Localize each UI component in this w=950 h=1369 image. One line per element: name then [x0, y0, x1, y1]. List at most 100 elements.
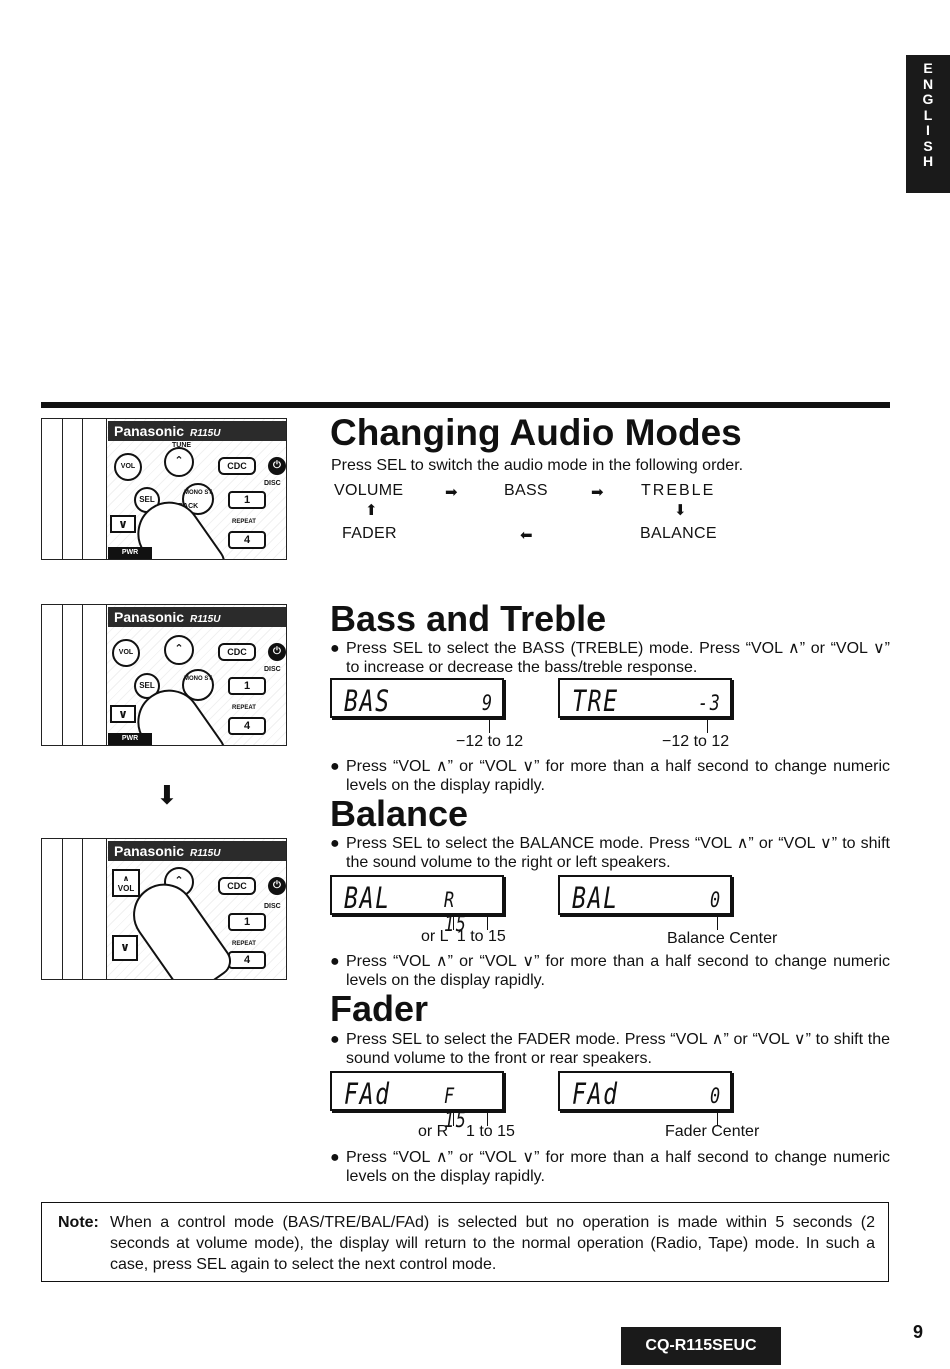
- arrow-down-icon: ⬇: [674, 502, 687, 519]
- tune-button: ⌃: [164, 635, 194, 665]
- vol-down-icon: ∨: [110, 515, 136, 533]
- sel-button: SEL: [134, 487, 160, 513]
- lang-letter: E: [923, 60, 933, 76]
- vol-down-icon: ∨: [110, 705, 136, 723]
- cdc-button: CDC: [218, 877, 256, 895]
- language-tab: E N G L I S H: [906, 55, 950, 193]
- page-title: Changing Audio Modes: [330, 412, 742, 453]
- lcd-value-text: R 15: [444, 888, 468, 936]
- note-label: Note:: [58, 1214, 99, 1231]
- bass-treble-heading: Bass and Treble: [330, 598, 607, 639]
- lcd-pointer: [453, 915, 454, 930]
- preset-1-button: 1: [228, 491, 266, 509]
- fader-bullet-1: ●Press SEL to select the FADER mode. Pre…: [330, 1031, 890, 1067]
- vol-up-button: ∧VOL: [112, 869, 140, 897]
- lcd-balance-side: BAL R 15: [330, 875, 504, 936]
- vol-down-icon: ∨: [112, 935, 138, 961]
- disc-label: DISC: [264, 480, 281, 487]
- note-box: Note: When a control mode (BAS/TRE/BAL/F…: [41, 1202, 889, 1282]
- lcd-value-text: 9: [482, 691, 494, 715]
- flow-treble: TREBLE: [641, 482, 716, 499]
- arrow-right-icon: ➡: [591, 484, 604, 501]
- cdc-button: CDC: [218, 457, 256, 475]
- disc-label: DISC: [264, 666, 281, 673]
- lcd-value-text: -3: [698, 691, 722, 715]
- preset-1-button: 1: [228, 677, 266, 695]
- back-label: BACK: [178, 503, 199, 510]
- arrow-left-icon: ⬅: [520, 527, 533, 544]
- mono-st-button: MONO ST: [182, 669, 214, 701]
- arrow-up-icon: ⬆: [365, 502, 378, 519]
- preset-1-button: 1: [228, 913, 266, 931]
- balance-range-caption: or L 1 to 15: [421, 928, 506, 945]
- lcd-mode-text: TRE: [572, 684, 619, 718]
- lcd-mode-text: FAd: [344, 1077, 391, 1111]
- bass-bullet-1: ●Press SEL to select the BASS (TREBLE) m…: [330, 640, 890, 676]
- preset-4-button: 4: [228, 531, 266, 549]
- lcd-pointer: [453, 1111, 454, 1126]
- repeat-label: REPEAT: [232, 705, 256, 711]
- lcd-mode-text: BAL: [344, 881, 391, 915]
- vol-button: VOL: [112, 639, 140, 667]
- repeat-label: REPEAT: [232, 519, 256, 525]
- lcd-value-text: 0: [710, 888, 722, 912]
- lcd-value-text: 0: [710, 1084, 722, 1108]
- preset-4-button: 4: [228, 717, 266, 735]
- lcd-value-text: F 15: [444, 1084, 468, 1132]
- preset-4-button: 4: [228, 951, 266, 969]
- page-number: 9: [913, 1322, 924, 1342]
- lcd-balance-center: BAL 0: [558, 875, 732, 915]
- lang-letter: L: [923, 106, 933, 123]
- flow-bass: BASS: [504, 482, 548, 499]
- lcd-mode-text: BAL: [572, 881, 619, 915]
- arrow-right-icon: ➡: [445, 484, 458, 501]
- vol-button: VOL: [114, 453, 142, 481]
- changing-intro: Press SEL to switch the audio mode in th…: [331, 457, 744, 474]
- lcd-pointer: [717, 1111, 718, 1126]
- power-icon: ⏻: [268, 457, 286, 475]
- tune-label: TUNE: [172, 442, 192, 449]
- lang-letter: G: [922, 91, 934, 107]
- lcd-fader-center: FAd 0: [558, 1071, 732, 1111]
- power-icon: ⏻: [268, 877, 286, 895]
- lcd-pointer: [487, 915, 488, 930]
- lcd-bass: BAS 9: [330, 678, 504, 718]
- lcd-mode-text: FAd: [572, 1077, 619, 1111]
- balance-bullet-1: ●Press SEL to select the BALANCE mode. P…: [330, 835, 890, 871]
- bass-range-caption: −12 to 12: [456, 733, 524, 750]
- pwr-button: PWR: [108, 547, 152, 559]
- flow-balance: BALANCE: [640, 525, 717, 542]
- model-badge: CQ-R115SEUC: [621, 1327, 781, 1365]
- bass-bullet-2: ●Press “VOL ∧” or “VOL ∨” for more than …: [330, 758, 890, 794]
- tune-button: ⌃: [164, 447, 194, 477]
- lcd-pointer: [717, 915, 718, 930]
- note-text: When a control mode (BAS/TRE/BAL/FAd) is…: [110, 1214, 875, 1273]
- lcd-fader-side: FAd F 15: [330, 1071, 504, 1132]
- power-icon: ⏻: [268, 643, 286, 661]
- lcd-pointer: [707, 718, 708, 733]
- lcd-treble: TRE -3: [558, 678, 732, 718]
- section-rule: [41, 402, 890, 408]
- flow-volume: VOLUME: [334, 482, 404, 499]
- lcd-mode-text: BAS: [344, 684, 391, 718]
- lcd-pointer: [487, 1111, 488, 1126]
- balance-heading: Balance: [330, 793, 469, 834]
- fader-range-caption: or R 1 to 15: [418, 1123, 515, 1140]
- fader-heading: Fader: [330, 988, 429, 1029]
- cdc-button: CDC: [218, 643, 256, 661]
- balance-bullet-2: ●Press “VOL ∧” or “VOL ∨” for more than …: [330, 953, 890, 989]
- lang-letter: N: [922, 75, 934, 92]
- balance-center-caption: Balance Center: [667, 930, 778, 947]
- flow-fader: FADER: [342, 525, 397, 542]
- fader-center-caption: Fader Center: [665, 1123, 760, 1140]
- pwr-button: PWR: [108, 733, 152, 745]
- repeat-label: REPEAT: [232, 941, 256, 947]
- down-arrow-icon: ⬇: [156, 780, 178, 810]
- treble-range-caption: −12 to 12: [662, 733, 730, 750]
